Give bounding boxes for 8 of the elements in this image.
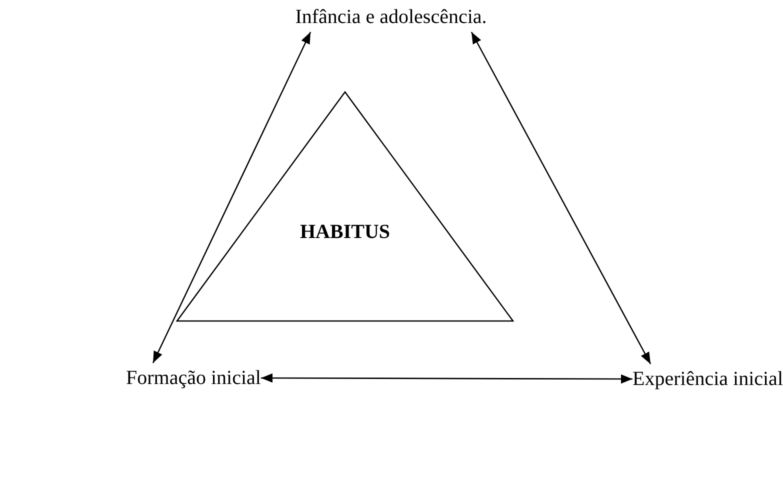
double-arrow	[470, 32, 652, 364]
node-label: Experiência inicial	[632, 367, 783, 392]
double-arrow	[260, 373, 633, 384]
triangle-label: HABITUS	[300, 220, 390, 244]
node-label: Formação inicial	[126, 366, 261, 391]
node-label: Infância e adolescência.	[295, 5, 487, 30]
triangle-shape	[176, 90, 514, 323]
double-arrow	[152, 32, 312, 364]
